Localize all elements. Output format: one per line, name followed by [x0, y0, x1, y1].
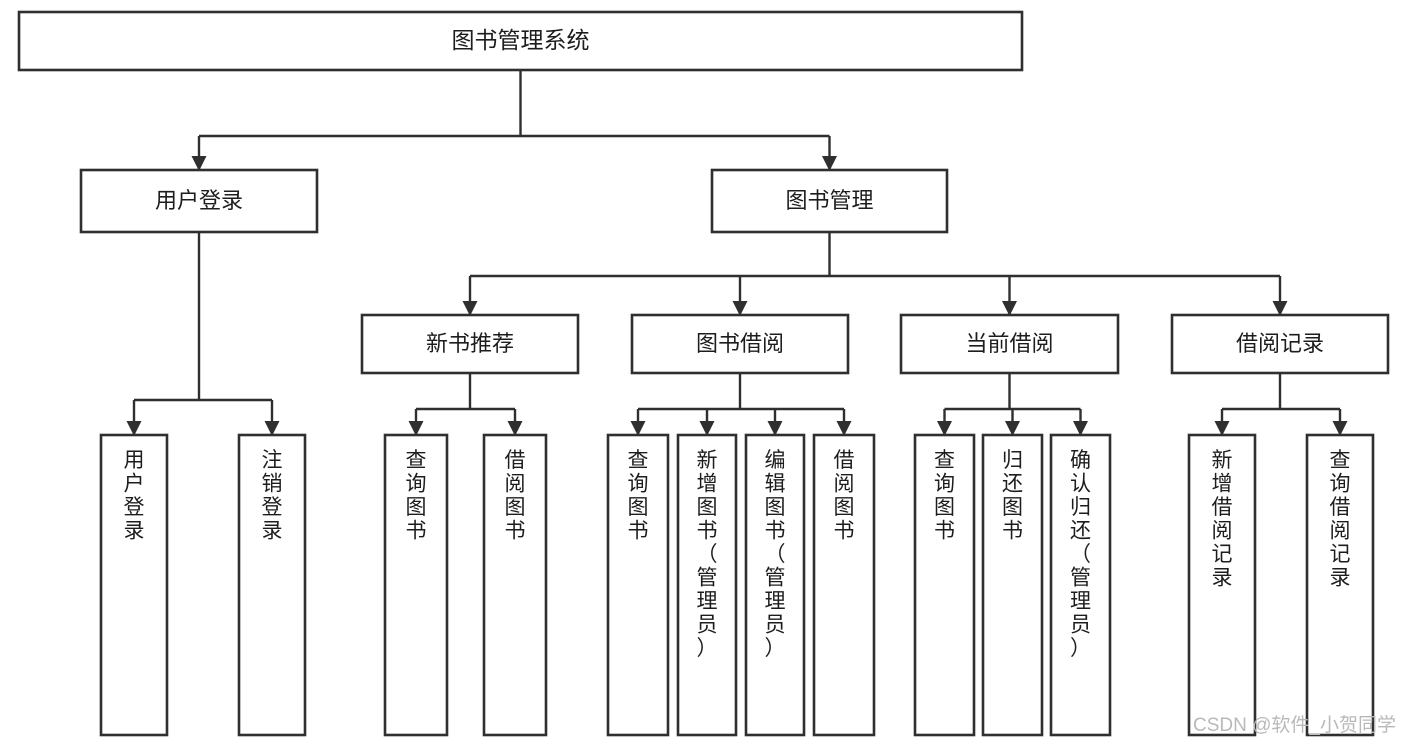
node-undefined[interactable]: 图书管理系统	[17, 10, 1024, 72]
node-borrow-record[interactable]: 借阅记录	[1170, 313, 1390, 375]
node-label-leaf-query-book-rec: 查询图书	[406, 448, 427, 542]
node-label-leaf-confirm-return: 确认归还（管理员）	[1070, 448, 1091, 659]
connector-borrow-record	[1214, 373, 1348, 436]
node-current-borrow[interactable]: 当前借阅	[899, 313, 1120, 375]
node-label-book-manage: 图书管理	[785, 188, 873, 213]
arrow-root-0	[191, 156, 207, 171]
node-box-current-borrow	[899, 313, 1120, 375]
edges-layer	[126, 70, 1348, 436]
arrow-book-manage-3	[1272, 301, 1288, 316]
node-label-leaf-add-record: 新增借阅记录	[1212, 448, 1233, 589]
node-label-leaf-user-login: 用户登录	[124, 448, 145, 542]
node-leaf-user-login[interactable]: 用户登录	[99, 433, 169, 737]
arrow-current-borrow-1	[1005, 421, 1020, 436]
node-box-leaf-user-login	[99, 433, 169, 737]
node-box-leaf-borrow-book	[812, 433, 876, 737]
node-book-borrow[interactable]: 图书借阅	[630, 313, 850, 375]
node-label-user-login: 用户登录	[155, 188, 243, 213]
arrow-current-borrow-2	[1073, 421, 1088, 436]
node-label-leaf-query-book-borrow: 查询图书	[628, 448, 649, 542]
node-label-leaf-borrow-book: 借阅图书	[834, 448, 855, 542]
node-box-leaf-user-logout	[237, 433, 307, 737]
node-book-manage[interactable]: 图书管理	[710, 168, 949, 234]
node-label-leaf-add-book: 新增图书（管理员）	[697, 448, 718, 659]
node-leaf-user-logout[interactable]: 注销登录	[237, 433, 307, 737]
node-box-leaf-return-book	[981, 433, 1044, 737]
arrow-book-borrow-2	[767, 421, 783, 436]
node-label-leaf-query-book-cur: 查询图书	[934, 448, 955, 542]
node-label-leaf-query-record: 查询借阅记录	[1330, 448, 1351, 589]
connector-book-manage	[462, 232, 1288, 316]
node-box-book-manage	[710, 168, 949, 234]
arrow-borrow-record-0	[1214, 421, 1230, 436]
arrow-user-login-1	[264, 421, 280, 436]
node-box-borrow-record	[1170, 313, 1390, 375]
node-box-leaf-borrow-book-rec	[482, 433, 548, 737]
arrow-user-login-0	[126, 421, 142, 436]
node-box-leaf-confirm-return	[1049, 433, 1112, 737]
node-box-leaf-query-book-rec	[383, 433, 449, 737]
node-leaf-borrow-book[interactable]: 借阅图书	[812, 433, 876, 737]
arrow-new-book-rec-1	[507, 421, 523, 436]
node-leaf-return-book[interactable]: 归还图书	[981, 433, 1044, 737]
node-label-leaf-borrow-book-rec: 借阅图书	[505, 448, 526, 542]
node-leaf-query-book-rec[interactable]: 查询图书	[383, 433, 449, 737]
connector-user-login	[126, 232, 280, 436]
arrow-current-borrow-0	[937, 421, 952, 436]
connector-new-book-rec	[408, 373, 523, 436]
connector-root	[191, 70, 837, 171]
node-label-book-borrow: 图书借阅	[696, 331, 784, 356]
nodes-layer: 图书管理系统用户登录图书管理新书推荐图书借阅当前借阅借阅记录用户登录注销登录查询…	[17, 10, 1390, 737]
arrow-book-borrow-0	[630, 421, 646, 436]
node-box-leaf-query-book-cur	[913, 433, 976, 737]
node-label-leaf-edit-book: 编辑图书（管理员）	[765, 448, 786, 659]
node-leaf-add-book[interactable]: 新增图书（管理员）	[676, 433, 738, 737]
arrow-book-borrow-1	[699, 421, 715, 436]
node-leaf-query-record[interactable]: 查询借阅记录	[1305, 433, 1375, 737]
node-label-borrow-record: 借阅记录	[1236, 331, 1324, 356]
node-box-leaf-add-record	[1187, 433, 1257, 737]
node-user-login[interactable]: 用户登录	[79, 168, 319, 234]
node-label-new-book-rec: 新书推荐	[426, 331, 514, 356]
node-leaf-query-book-cur[interactable]: 查询图书	[913, 433, 976, 737]
arrow-root-1	[822, 156, 837, 171]
node-leaf-borrow-book-rec[interactable]: 借阅图书	[482, 433, 548, 737]
node-box-leaf-edit-book	[744, 433, 806, 737]
csdn-watermark: CSDN @软件_小贺同学	[1193, 714, 1396, 736]
node-leaf-edit-book[interactable]: 编辑图书（管理员）	[744, 433, 806, 737]
node-label-current-borrow: 当前借阅	[965, 331, 1053, 356]
connector-current-borrow	[937, 373, 1088, 436]
node-box-leaf-query-record	[1305, 433, 1375, 737]
arrow-book-manage-0	[462, 301, 478, 316]
node-box-leaf-add-book	[676, 433, 738, 737]
arrow-book-manage-2	[1002, 301, 1017, 316]
node-leaf-add-record[interactable]: 新增借阅记录	[1187, 433, 1257, 737]
node-label-undefined: 图书管理系统	[452, 27, 590, 53]
node-label-leaf-return-book: 归还图书	[1002, 448, 1023, 542]
node-leaf-query-book-borrow[interactable]: 查询图书	[606, 433, 670, 737]
arrow-new-book-rec-0	[408, 421, 424, 436]
connector-book-borrow	[630, 373, 852, 436]
node-box-user-login	[79, 168, 319, 234]
node-box-new-book-rec	[360, 313, 580, 375]
node-box-undefined	[17, 10, 1024, 72]
node-leaf-confirm-return[interactable]: 确认归还（管理员）	[1049, 433, 1112, 737]
node-box-book-borrow	[630, 313, 850, 375]
arrow-borrow-record-1	[1332, 421, 1348, 436]
node-box-leaf-query-book-borrow	[606, 433, 670, 737]
arrow-book-manage-1	[732, 301, 748, 316]
node-label-leaf-user-logout: 注销登录	[262, 448, 283, 542]
node-new-book-rec[interactable]: 新书推荐	[360, 313, 580, 375]
arrow-book-borrow-3	[836, 421, 852, 436]
